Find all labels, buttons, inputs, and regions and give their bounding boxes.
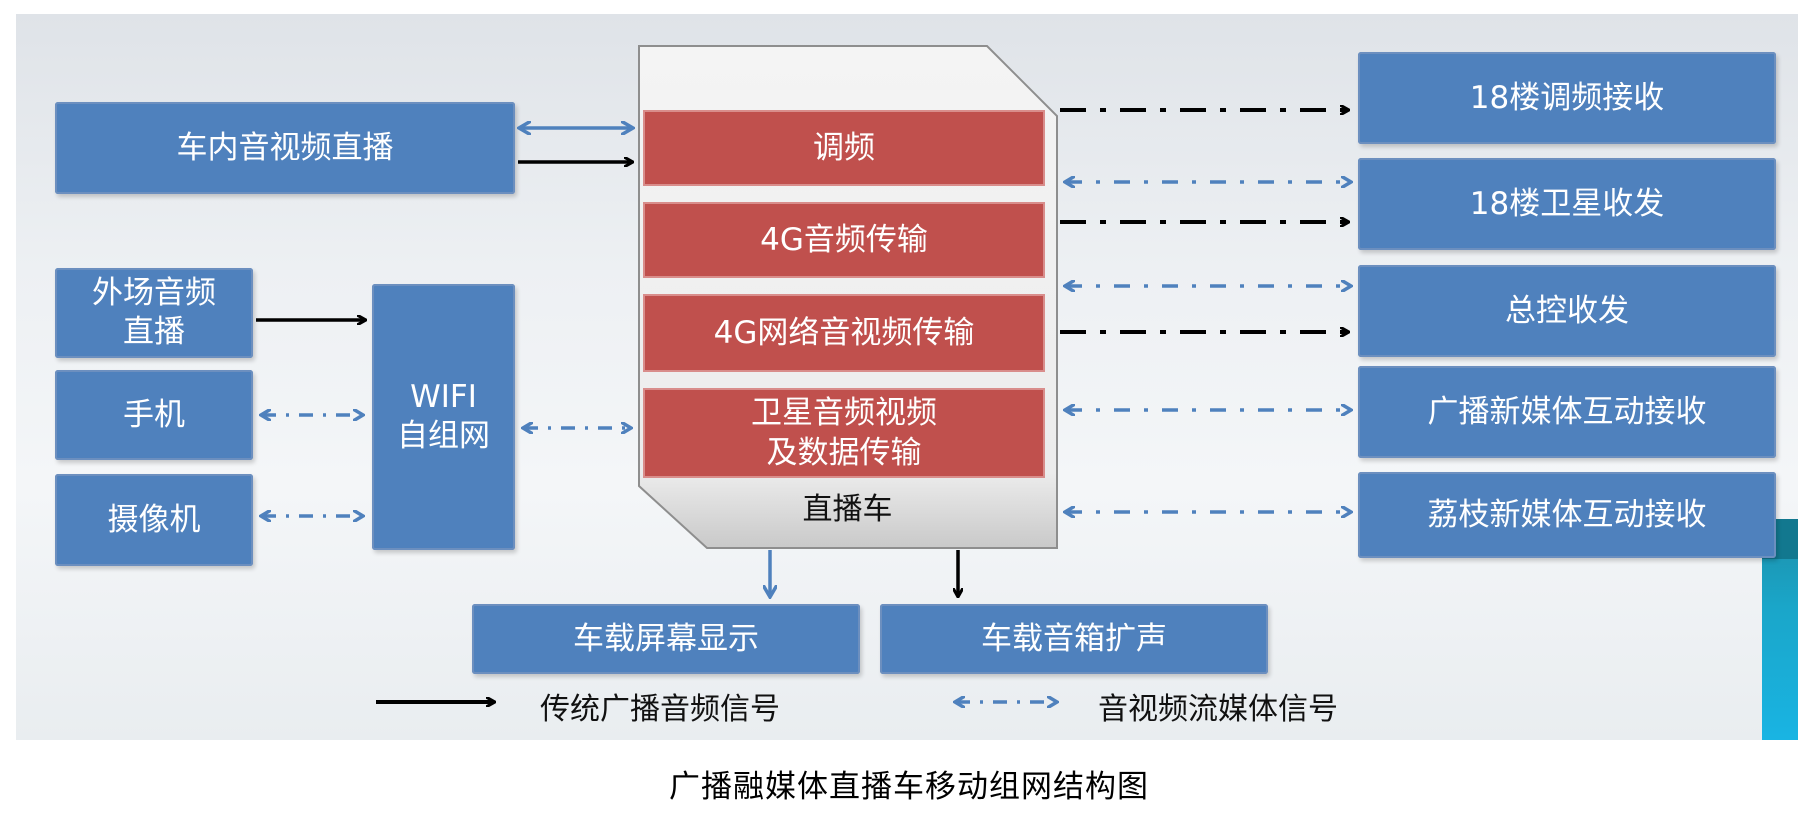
box-master-control: 总控收发 <box>1358 265 1776 357</box>
box-18f-satellite: 18楼卫星收发 <box>1358 158 1776 250</box>
box-lizhi-newmedia: 荔枝新媒体互动接收 <box>1358 472 1776 558</box>
figure-caption: 广播融媒体直播车移动组网结构图 <box>669 769 1149 805</box>
box-camera: 摄像机 <box>55 474 253 566</box>
box-outdoor-audio-live: 外场音频 直播 <box>55 268 253 358</box>
box-phone: 手机 <box>55 370 253 460</box>
box-18f-fm-receive: 18楼调频接收 <box>1358 52 1776 144</box>
legend-streaming-label: 音视频流媒体信号 <box>1098 692 1338 727</box>
box-car-screen: 车载屏幕显示 <box>472 604 860 674</box>
box-car-speaker: 车载音箱扩声 <box>880 604 1268 674</box>
module-fm: 调频 <box>643 110 1045 186</box>
box-live-in-car: 车内音视频直播 <box>55 102 515 194</box>
box-broadcast-newmedia: 广播新媒体互动接收 <box>1358 366 1776 458</box>
module-4g-av: 4G网络音视频传输 <box>643 294 1045 372</box>
box-wifi-adhoc-network: WIFI 自组网 <box>372 284 515 550</box>
module-4g-audio: 4G音频传输 <box>643 202 1045 278</box>
legend-traditional-label: 传统广播音频信号 <box>540 692 780 727</box>
vehicle-label: 直播车 <box>802 492 893 527</box>
module-satellite: 卫星音频视频 及数据传输 <box>643 388 1045 478</box>
